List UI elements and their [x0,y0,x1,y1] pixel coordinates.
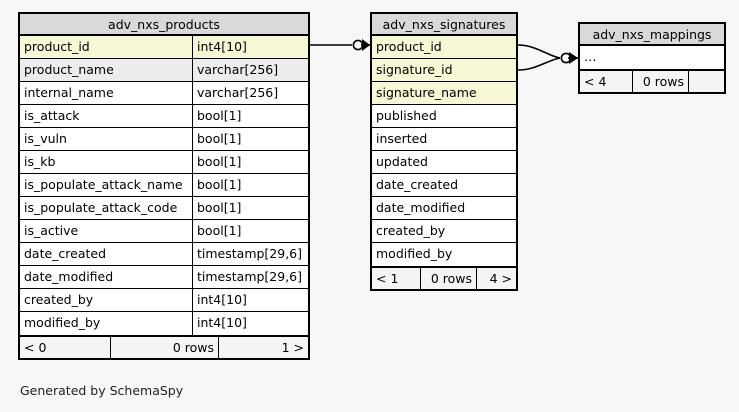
column-name: created_by [376,223,446,238]
column-type: bool[1] [192,220,308,242]
table-title-signatures: adv_nxs_signatures [372,14,516,36]
footer-rowcount-mappings: 0 rows [632,71,688,92]
footer-next-signatures[interactable]: 4 > [476,268,516,289]
table-adv-nxs-mappings[interactable]: adv_nxs_mappings … < 4 0 rows [578,22,726,94]
column-type: timestamp[29,6] [192,266,308,288]
column-name: modified_by [24,315,101,330]
column-row[interactable]: is_active bool[1] [20,220,308,243]
column-name: is_vuln [24,131,67,146]
column-row[interactable]: modified_by [372,243,516,266]
footer-next-products[interactable]: 1 > [218,337,308,358]
column-type: bool[1] [192,174,308,196]
table-title-mappings: adv_nxs_mappings [580,24,724,46]
footer-prev-signatures[interactable]: < 1 [376,271,399,286]
footer-rowcount-signatures: 0 rows [420,268,476,289]
column-row[interactable]: inserted [372,128,516,151]
column-name: published [376,108,437,123]
column-name: … [584,49,597,64]
column-row[interactable]: is_kb bool[1] [20,151,308,174]
column-type: bool[1] [192,197,308,219]
column-row[interactable]: is_vuln bool[1] [20,128,308,151]
cardinality-marker-signatures [352,39,370,51]
column-row[interactable]: created_by [372,220,516,243]
column-row[interactable]: date_modified [372,197,516,220]
column-name: internal_name [24,85,114,100]
edge-signatures-signature-mappings [517,57,561,71]
table-footer-products: < 0 0 rows 1 > [20,335,308,358]
column-name: is_kb [24,154,56,169]
column-name: is_active [24,223,79,238]
column-row[interactable]: product_id int4[10] [20,36,308,59]
column-row[interactable]: updated [372,151,516,174]
edge-signatures-product-mappings [517,44,561,59]
column-list-mappings: … [580,46,724,69]
generator-caption: Generated by SchemaSpy [20,383,184,398]
column-type: int4[10] [192,289,308,311]
column-type: timestamp[29,6] [192,243,308,265]
column-row[interactable]: product_id [372,36,516,59]
column-name: is_attack [24,108,80,123]
column-row[interactable]: date_created timestamp[29,6] [20,243,308,266]
column-name: date_created [376,177,459,192]
column-row[interactable]: created_by int4[10] [20,289,308,312]
column-type: varchar[256] [192,82,308,104]
column-row[interactable]: is_populate_attack_code bool[1] [20,197,308,220]
column-row[interactable]: date_modified timestamp[29,6] [20,266,308,289]
cardinality-marker-mappings [560,52,578,64]
column-name: modified_by [376,246,453,261]
column-row[interactable]: date_created [372,174,516,197]
column-type: bool[1] [192,105,308,127]
column-name: is_populate_attack_name [24,177,183,192]
column-name: product_id [24,39,90,54]
column-row[interactable]: is_attack bool[1] [20,105,308,128]
column-row[interactable]: internal_name varchar[256] [20,82,308,105]
column-name: updated [376,154,428,169]
footer-next-mappings [688,71,724,92]
footer-rowcount-products: 0 rows [110,337,218,358]
column-name: product_id [376,39,442,54]
column-type: bool[1] [192,151,308,173]
column-name: created_by [24,292,94,307]
table-footer-mappings: < 4 0 rows [580,69,724,92]
column-type: int4[10] [192,312,308,335]
column-row[interactable]: is_populate_attack_name bool[1] [20,174,308,197]
table-footer-signatures: < 1 0 rows 4 > [372,266,516,289]
column-name: date_modified [376,200,466,215]
column-name: inserted [376,131,428,146]
column-name: signature_id [376,62,453,77]
column-name: is_populate_attack_code [24,200,178,215]
table-title-products: adv_nxs_products [20,14,308,36]
column-type: bool[1] [192,128,308,150]
column-row[interactable]: signature_id [372,59,516,82]
column-name: signature_name [376,85,477,100]
column-row[interactable]: … [580,46,724,69]
column-type: int4[10] [192,36,308,58]
column-row[interactable]: signature_name [372,82,516,105]
table-adv-nxs-signatures[interactable]: adv_nxs_signatures product_id signature_i… [370,12,518,291]
column-row[interactable]: published [372,105,516,128]
column-name: date_modified [24,269,114,284]
footer-prev-products[interactable]: < 0 [24,340,47,355]
column-row[interactable]: product_name varchar[256] [20,59,308,82]
footer-prev-mappings[interactable]: < 4 [584,74,607,89]
column-name: product_name [24,62,114,77]
column-type: varchar[256] [192,59,308,81]
column-row[interactable]: modified_by int4[10] [20,312,308,335]
column-list-products: product_id int4[10] product_name varchar[25… [20,36,308,335]
column-name: date_created [24,246,107,261]
